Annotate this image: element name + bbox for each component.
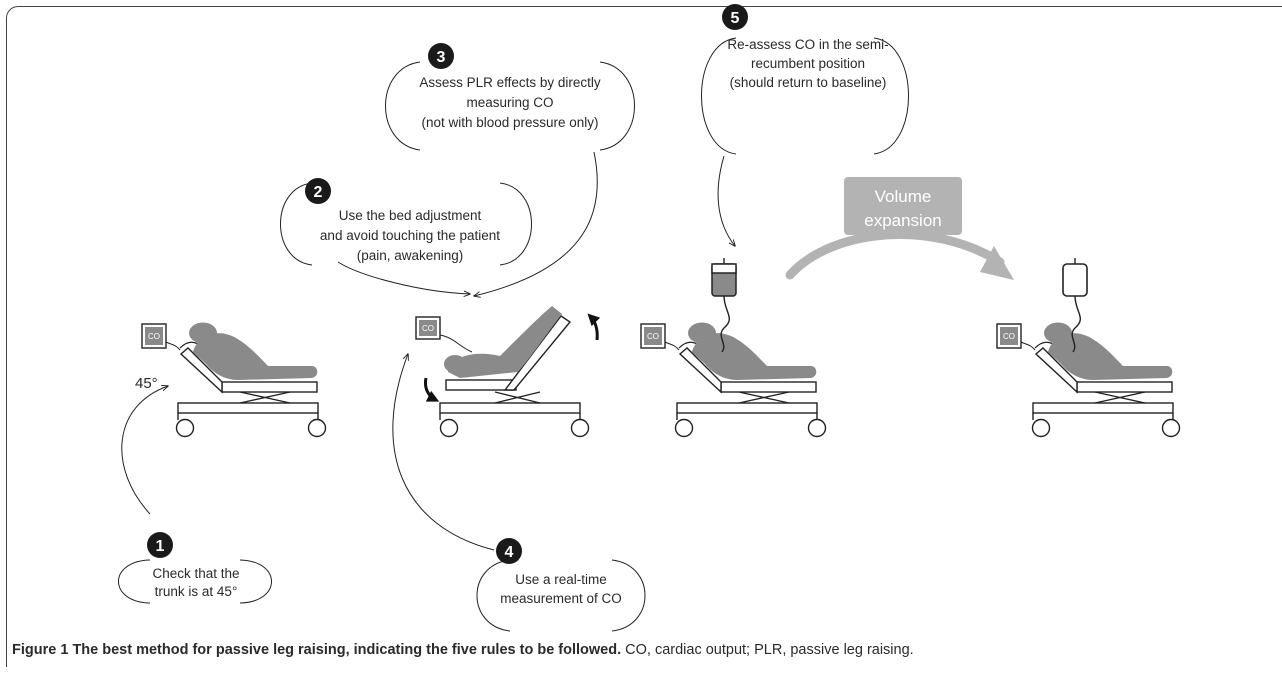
volume-expansion-box: [844, 177, 962, 235]
rule-4-number: 4: [505, 544, 514, 561]
rule-1-number: 1: [156, 538, 165, 555]
rule-1-line-2: trunk is at 45°: [155, 584, 238, 599]
rule-4: 4 Use a real-time measurement of CO: [476, 538, 646, 632]
rule-4-line-2: measurement of CO: [500, 591, 622, 606]
rule-5-badge: [722, 4, 748, 30]
arrow-rule-1: [121, 386, 168, 515]
rule-3-line-3: (not with blood pressure only): [421, 115, 598, 130]
arrow-rule-3: [474, 151, 598, 296]
volume-arrow-head-icon: [980, 246, 1014, 280]
raising-arrow-icon: [587, 313, 601, 341]
monitor-label-4: CO: [1003, 332, 1015, 341]
rule-2-line-3: (pain, awakening): [357, 248, 464, 263]
rule-3-line-2: measuring CO: [466, 95, 553, 110]
rule-1-badge: [147, 532, 173, 558]
rule-3-badge: [428, 43, 454, 69]
rule-2-line-2: and avoid touching the patient: [320, 228, 500, 243]
rule-5: 5 Re-assess CO in the semi- recumbent po…: [701, 4, 909, 155]
rule-4-line-1: Use a real-time: [515, 572, 607, 587]
monitor-label-3: CO: [647, 332, 659, 341]
angle-label-45: 45°: [135, 375, 158, 392]
bed-4-after-expansion: CO: [996, 258, 1181, 438]
rule-5-line-3: (should return to baseline): [730, 75, 887, 90]
rule-5-number: 5: [731, 10, 740, 27]
monitor-label-1: CO: [148, 332, 160, 341]
caption-text: CO, cardiac output; PLR, passive leg rai…: [625, 642, 914, 658]
lowering-arrow-icon: [424, 377, 440, 402]
rule-2-badge: [305, 178, 331, 204]
rule-4-badge: [496, 538, 522, 564]
volume-expansion: Volume expansion: [785, 177, 1014, 280]
rule-5-line-2: recumbent position: [751, 56, 865, 71]
volume-expansion-line-2: expansion: [864, 211, 942, 230]
rule-2-line-1: Use the bed adjustment: [339, 208, 482, 223]
rule-1: 1 Check that the trunk is at 45°: [118, 532, 272, 604]
rule-3-number: 3: [437, 49, 446, 66]
bed-3-reassess: CO: [640, 258, 827, 438]
arrow-rule-5: [717, 155, 735, 246]
rule-5-line-1: Re-assess CO in the semi-: [727, 37, 888, 52]
figure-frame: [6, 6, 1282, 667]
connector-arrows: [121, 151, 735, 551]
arrow-rule-4: [392, 354, 495, 551]
figure-caption: Figure 1 The best method for passive leg…: [12, 642, 1277, 658]
caption-label: Figure 1: [12, 642, 69, 658]
rule-2-number: 2: [314, 184, 323, 201]
iv-bag-empty-icon: [1062, 263, 1088, 297]
rule-3-line-1: Assess PLR effects by directly: [419, 75, 601, 90]
volume-expansion-line-1: Volume: [875, 187, 932, 206]
rule-2: 2 Use the bed adjustment and avoid touch…: [280, 178, 532, 266]
caption-title: The best method for passive leg raising,…: [72, 642, 622, 658]
rule-3: 3 Assess PLR effects by directly measuri…: [385, 43, 635, 151]
bed-2-passive-leg-raising: CO: [415, 306, 601, 438]
diagram-canvas: CO 45° CO CO: [118, 4, 1181, 632]
arrow-rule-2: [337, 261, 470, 294]
rule-1-line-1: Check that the: [152, 566, 239, 581]
bed-1-semirecumbent: CO 45°: [135, 322, 327, 438]
monitor-label-2: CO: [422, 324, 434, 333]
